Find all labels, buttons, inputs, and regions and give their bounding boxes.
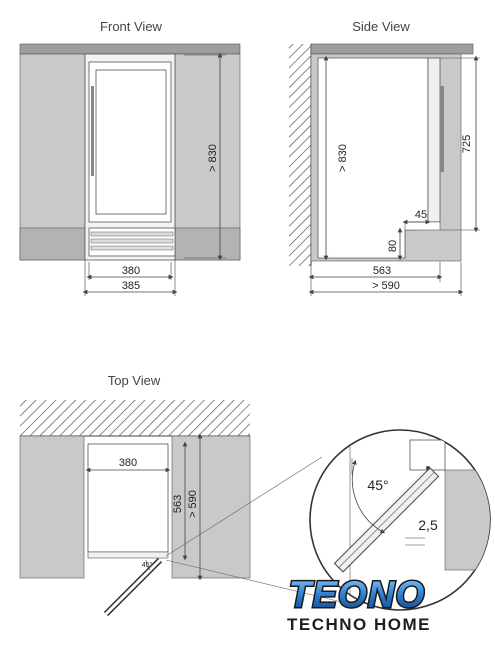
- hinge-detail: 45° 2,5: [309, 429, 491, 611]
- front-view: Front View > 830: [19, 19, 241, 296]
- front-view-title: Front View: [100, 19, 163, 34]
- side-door-handle: [440, 86, 444, 172]
- front-vent-grille: [88, 227, 176, 257]
- front-door-glass: [95, 69, 167, 215]
- side-height-dimension: > 830: [323, 55, 349, 261]
- logo-tagline: TECHNO HOME: [287, 615, 431, 634]
- front-width-inner-label: 380: [122, 265, 140, 277]
- side-door-height-dimension: 725: [440, 55, 480, 233]
- top-left-cabinet: [19, 435, 85, 579]
- front-height-dimension: > 830: [184, 52, 226, 261]
- side-countertop: [310, 43, 474, 55]
- side-view: Side View 563 > 590 > 830: [289, 19, 480, 296]
- side-depth-body-label: 563: [373, 265, 391, 277]
- side-vent: [404, 221, 441, 231]
- top-appliance-body: [87, 443, 169, 553]
- front-height-label: > 830: [207, 144, 219, 172]
- front-right-plinth: [174, 227, 241, 261]
- top-width-dimension: 380: [85, 457, 171, 473]
- detail-angle-label: 45°: [367, 477, 388, 493]
- front-right-cabinet: [174, 53, 241, 261]
- top-depth-min-label: > 590: [187, 490, 199, 518]
- side-vent-depth-label: 45: [415, 209, 427, 221]
- front-width-dimensions: 380 385: [82, 260, 178, 296]
- detail-hinge-block: [409, 439, 446, 471]
- detail-gap-label: 2,5: [418, 517, 438, 533]
- front-width-outer-label: 385: [122, 280, 140, 292]
- side-depth-dimensions: 563 > 590: [308, 262, 464, 296]
- side-vent-height-label: 80: [387, 240, 399, 252]
- side-height-label: > 830: [337, 144, 349, 172]
- top-view-title: Top View: [108, 373, 161, 388]
- side-vent-dimensions: 45 80: [387, 209, 431, 261]
- side-door: [427, 57, 441, 223]
- top-view: Top View 380 563 > 590 45°: [19, 373, 351, 617]
- top-wall-hatch: [20, 400, 250, 436]
- side-wall-hatch: [289, 44, 311, 266]
- top-appliance-front: [87, 551, 169, 559]
- top-width-label: 380: [119, 457, 137, 469]
- logo-brand: TEONO: [289, 574, 426, 615]
- top-door-angle-label: 45°: [142, 561, 153, 569]
- top-depth-body-label: 563: [172, 495, 184, 513]
- top-depth-dimensions: 563 > 590: [172, 433, 203, 581]
- detail-callout-line-bottom: [165, 559, 351, 605]
- front-countertop: [19, 43, 241, 55]
- side-depth-min-label: > 590: [372, 280, 400, 292]
- top-open-door: 45°: [103, 557, 163, 617]
- front-left-plinth: [19, 227, 86, 261]
- side-door-height-label: 725: [461, 135, 473, 153]
- teono-logo: TEONO TECHNO HOME: [287, 573, 431, 635]
- front-door-handle: [91, 86, 94, 176]
- front-left-cabinet: [19, 53, 86, 261]
- side-view-title: Side View: [352, 19, 410, 34]
- detail-cabinet: [444, 469, 490, 571]
- detail-callout-line-top: [165, 456, 323, 557]
